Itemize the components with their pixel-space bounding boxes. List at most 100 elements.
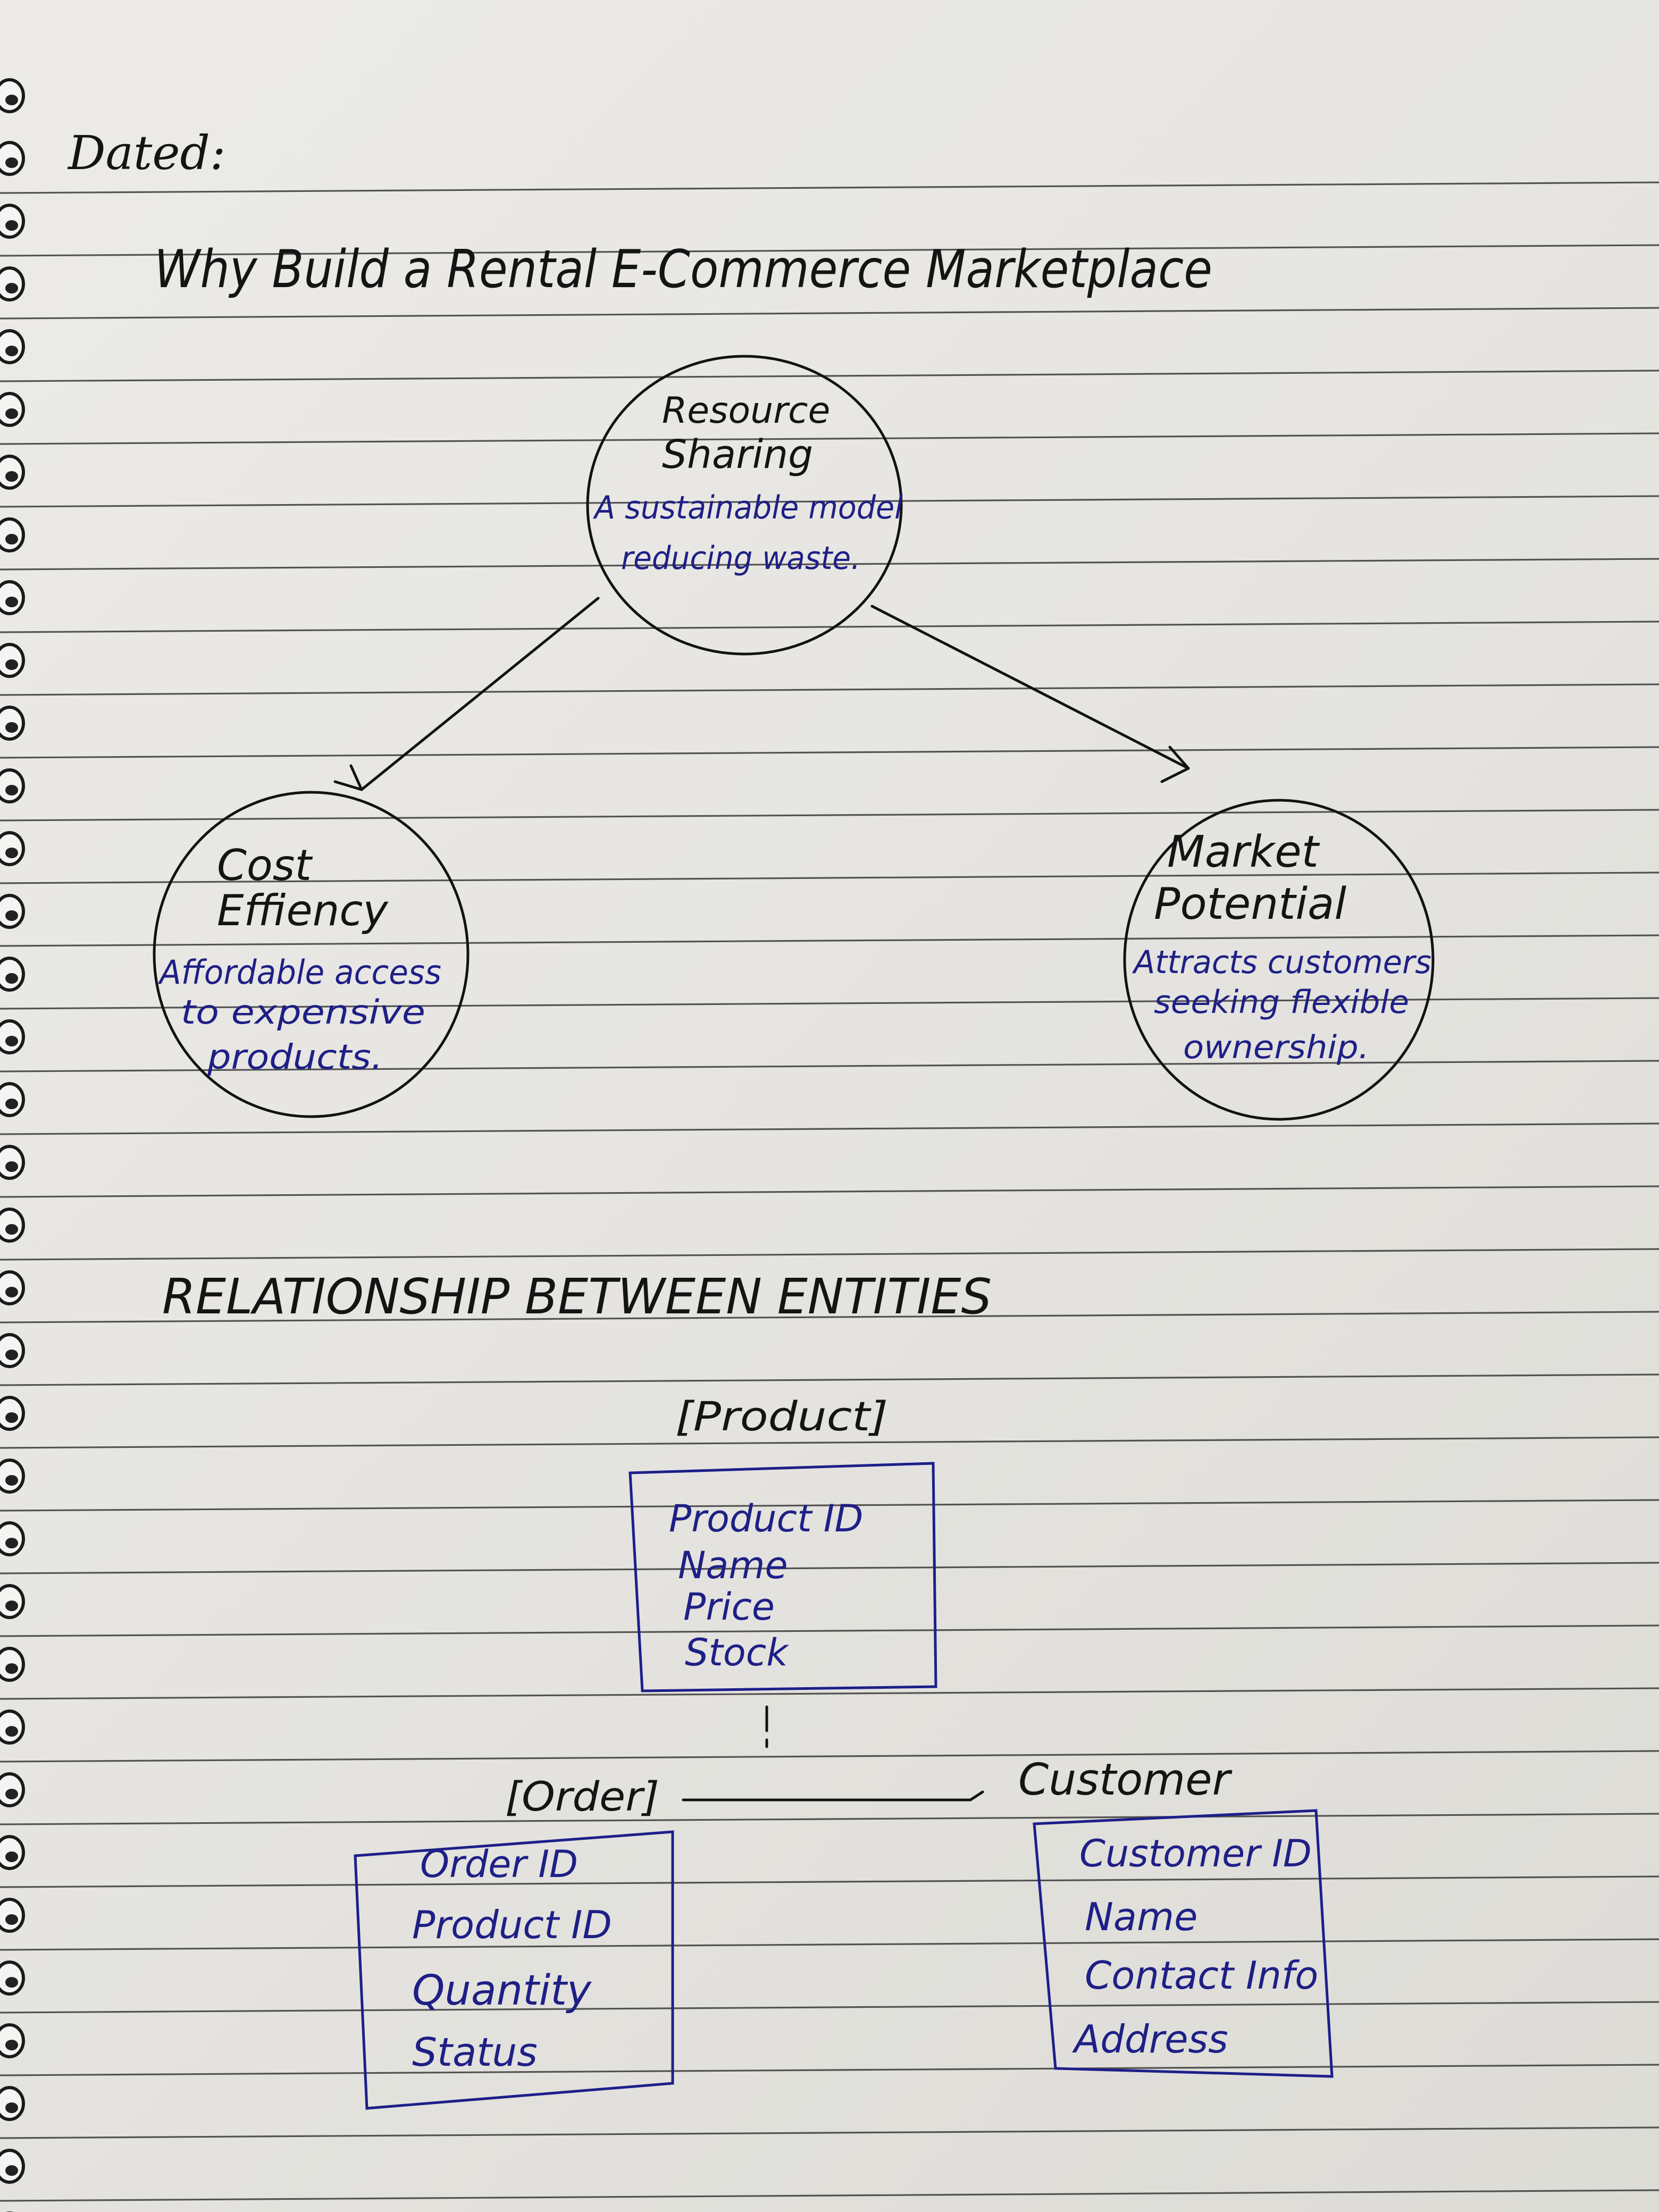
customer-label: Customer <box>1018 1755 1233 1805</box>
ruled-line <box>0 2126 1659 2139</box>
ruled-line <box>0 746 1659 759</box>
product-field-4: Stock <box>685 1631 789 1674</box>
ruled-line <box>0 432 1659 445</box>
product-field-3: Price <box>683 1585 775 1629</box>
spiral-ring <box>0 1019 25 1054</box>
customer-field-4: Address <box>1072 2017 1228 2062</box>
market-desc-2: seeking flexible <box>1154 984 1409 1021</box>
spiral-ring <box>0 2149 25 2184</box>
resource-desc-2: reducing waste. <box>621 540 860 577</box>
spiral-binding <box>0 78 25 2212</box>
ruled-line <box>0 1373 1659 1386</box>
customer-field-2: Name <box>1085 1895 1197 1939</box>
customer-field-1: Customer ID <box>1079 1832 1312 1875</box>
product-box <box>629 1462 937 1692</box>
ruled-line <box>0 809 1659 822</box>
ruled-line <box>0 1311 1659 1323</box>
node-market-potential: Market Potential Attracts customers seek… <box>1123 799 1435 1121</box>
market-desc-1: Attracts customers <box>1132 944 1431 981</box>
node-resource-sharing: Resource Sharing A sustainable model red… <box>586 355 903 656</box>
ruled-line <box>0 1938 1659 1951</box>
spiral-ring <box>0 580 25 615</box>
entity-customer: Customer Customer ID Name Contact Info A… <box>1018 1755 1334 2078</box>
cost-desc-1: Affordable access <box>157 953 441 992</box>
spiral-ring <box>0 392 25 427</box>
ruled-line <box>0 558 1659 571</box>
ruled-line <box>0 1499 1659 1512</box>
page-title: Why Build a Rental E-Commerce Marketplac… <box>154 239 1212 300</box>
ruled-line <box>0 934 1659 947</box>
order-field-3: Quantity <box>412 1967 592 2015</box>
ruled-line <box>0 1875 1659 1888</box>
ruled-line <box>0 997 1659 1010</box>
market-heading-1: Market <box>1167 827 1320 877</box>
ruled-line <box>0 181 1659 194</box>
spiral-ring <box>0 831 25 866</box>
spiral-ring <box>0 1835 25 1870</box>
ruled-line <box>0 2189 1659 2202</box>
ruled-line <box>0 683 1659 696</box>
order-field-2: Product ID <box>412 1903 612 1947</box>
cost-desc-3: products. <box>207 1038 383 1077</box>
order-field-1: Order ID <box>420 1842 578 1886</box>
node-cost-efficiency: Cost Effiency Affordable access to expen… <box>153 791 470 1118</box>
spiral-ring <box>0 1396 25 1431</box>
cost-heading-1: Cost <box>217 841 313 890</box>
ruled-line <box>0 621 1659 633</box>
arrowhead-market <box>1160 745 1190 783</box>
order-field-4: Status <box>412 2030 538 2075</box>
ruled-line <box>0 872 1659 884</box>
spiral-ring <box>0 78 25 113</box>
ruled-line <box>0 2001 1659 2014</box>
order-box <box>354 1830 674 2110</box>
spiral-ring <box>0 1710 25 1745</box>
ruled-lines <box>0 181 1659 2202</box>
spiral-ring <box>0 643 25 678</box>
ruled-line <box>0 370 1659 382</box>
spiral-ring <box>0 2023 25 2058</box>
resource-heading-2: Sharing <box>662 432 813 477</box>
entity-product: [Product] Product ID Name Price Stock <box>629 1393 937 1692</box>
product-field-1: Product ID <box>669 1497 863 1540</box>
node-cost-circle <box>153 791 470 1118</box>
spiral-ring <box>0 1145 25 1180</box>
ruled-line <box>0 1562 1659 1574</box>
spiral-ring <box>0 329 25 364</box>
spiral-ring <box>0 204 25 239</box>
resource-heading-1: Resource <box>662 390 830 432</box>
customer-field-3: Contact Info <box>1085 1953 1318 1998</box>
market-desc-3: ownership. <box>1183 1029 1369 1066</box>
connector-resource-market <box>870 605 1190 770</box>
ruled-line <box>0 2064 1659 2076</box>
spiral-ring <box>0 455 25 490</box>
resource-desc-1: A sustainable model <box>592 489 903 526</box>
ruled-line <box>0 1687 1659 1700</box>
ruled-line <box>0 1185 1659 1198</box>
spiral-ring <box>0 1521 25 1556</box>
spiral-ring <box>0 1333 25 1368</box>
spiral-ring <box>0 1208 25 1243</box>
spiral-ring <box>0 1647 25 1682</box>
order-customer-arrowhead <box>969 1790 984 1802</box>
spiral-ring <box>0 2086 25 2121</box>
spiral-ring <box>0 266 25 301</box>
cost-desc-2: to expensive <box>181 993 425 1032</box>
cost-heading-2: Effiency <box>217 886 389 935</box>
ruled-line <box>0 1248 1659 1261</box>
spiral-ring <box>0 768 25 803</box>
product-label: [Product] <box>675 1393 888 1440</box>
spiral-ring <box>0 1898 25 1933</box>
spiral-ring <box>0 894 25 929</box>
spiral-ring <box>0 1960 25 1996</box>
node-market-circle <box>1123 799 1435 1121</box>
spiral-ring <box>0 1772 25 1807</box>
ruled-line <box>0 1436 1659 1449</box>
ruled-line <box>0 1624 1659 1637</box>
dated-label: Dated: <box>67 125 225 180</box>
node-resource-circle <box>586 355 903 656</box>
ruled-line <box>0 1122 1659 1135</box>
ruled-line <box>0 1750 1659 1763</box>
order-label: [Order] <box>505 1773 659 1820</box>
